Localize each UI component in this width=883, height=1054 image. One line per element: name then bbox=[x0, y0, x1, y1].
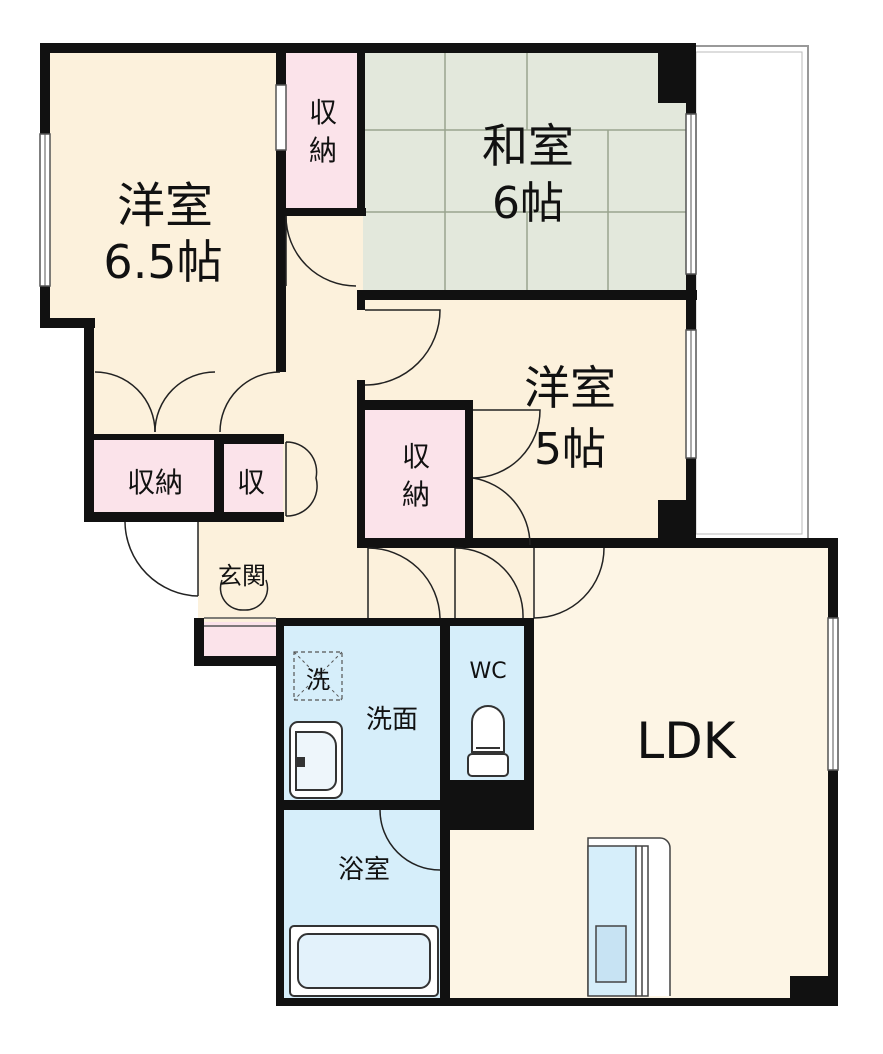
svg-text:収: 収 bbox=[309, 96, 337, 129]
svg-text:洋室: 洋室 bbox=[524, 361, 616, 415]
washer-pan bbox=[293, 651, 343, 701]
closet-left-label: 収納 bbox=[127, 466, 183, 499]
entrance-area bbox=[198, 516, 283, 622]
tatami-lines bbox=[363, 50, 690, 296]
walls bbox=[40, 43, 838, 1006]
svg-text:5帖: 5帖 bbox=[534, 424, 606, 475]
toilet-icon bbox=[467, 705, 509, 777]
balcony bbox=[689, 45, 809, 541]
japanese-room-label: 和室 6帖 bbox=[482, 119, 574, 229]
ldk-room bbox=[450, 540, 835, 998]
corridor bbox=[363, 540, 533, 622]
svg-text:納: 納 bbox=[402, 478, 430, 511]
toilet-label: WC bbox=[469, 659, 506, 684]
svg-text:収: 収 bbox=[402, 440, 430, 473]
western-room-left bbox=[47, 50, 283, 440]
door-swings bbox=[94, 215, 605, 871]
entrance-step bbox=[198, 622, 283, 662]
bathtub-icon bbox=[289, 925, 439, 997]
closet-right bbox=[363, 406, 469, 540]
wash-basin-icon bbox=[289, 721, 343, 799]
ldk-label: LDK bbox=[636, 712, 736, 770]
window-lines bbox=[44, 114, 834, 770]
svg-text:6.5帖: 6.5帖 bbox=[103, 235, 222, 289]
washroom-label: 洗面 bbox=[366, 705, 418, 735]
western-room-left-label: 洋室 6.5帖 bbox=[103, 178, 222, 289]
closet-top-label: 収 納 bbox=[309, 96, 337, 167]
kitchen-counter bbox=[587, 837, 671, 997]
closet-small bbox=[220, 440, 283, 516]
closet-right-label: 収 納 bbox=[402, 440, 430, 511]
bathroom-label: 浴室 bbox=[338, 855, 390, 885]
entrance-lines bbox=[204, 617, 276, 627]
closet-small-label: 収 bbox=[237, 466, 265, 499]
svg-text:和室: 和室 bbox=[482, 119, 574, 173]
closet-top bbox=[283, 50, 363, 212]
hallway bbox=[283, 212, 363, 622]
svg-text:洋室: 洋室 bbox=[117, 178, 213, 234]
western-room-right-label: 洋室 5帖 bbox=[524, 361, 616, 475]
closet-left bbox=[92, 440, 220, 516]
entrance-label: 玄関 bbox=[218, 562, 266, 590]
washer-label: 洗 bbox=[306, 666, 330, 694]
svg-text:6帖: 6帖 bbox=[492, 178, 564, 229]
svg-text:納: 納 bbox=[309, 134, 337, 167]
